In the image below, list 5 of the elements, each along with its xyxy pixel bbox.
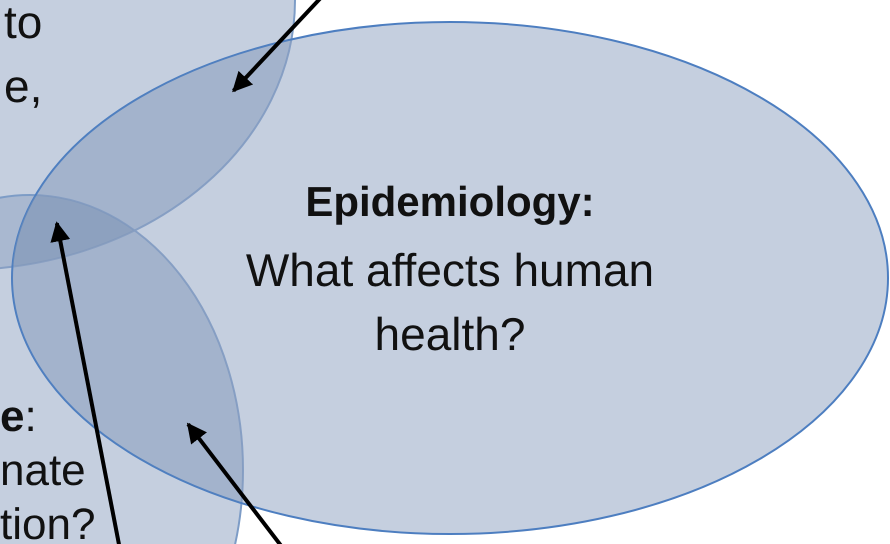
heading: Epidemiology: (304, 177, 596, 227)
leader-arrow (50, 221, 124, 544)
circle-label: to e, (4, 0, 44, 114)
circle-label: e: nate tion? (0, 391, 96, 544)
circle-label: What affects human health? (244, 243, 656, 362)
